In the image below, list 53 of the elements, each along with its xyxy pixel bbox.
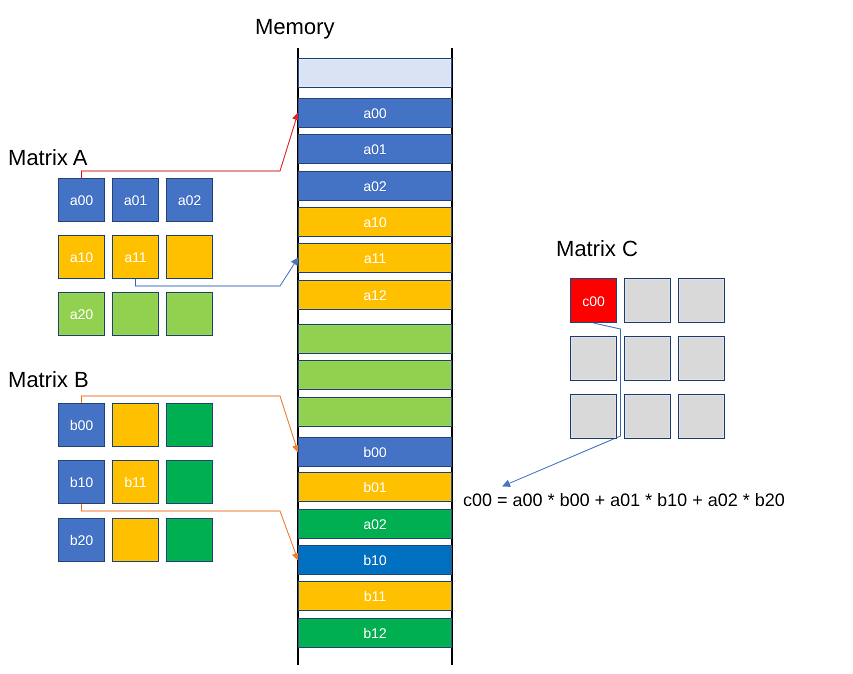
matrix-cell: b11 [112, 460, 159, 504]
memory-slot: b01 [298, 472, 452, 502]
memory-slot: a01 [298, 134, 452, 164]
arrow [81, 396, 300, 453]
arrow [502, 322, 621, 487]
memory-slot: a02 [298, 171, 452, 201]
matrix-cell [678, 278, 725, 323]
matrix-cell [570, 336, 617, 381]
memory-slot: a00 [298, 98, 452, 128]
arrow [81, 112, 300, 178]
memory-slot: a12 [298, 280, 452, 310]
memory-slot: b11 [298, 581, 452, 611]
memory-slot: a11 [298, 243, 452, 273]
matrix-cell [166, 460, 213, 504]
matrix-cell: a20 [58, 292, 105, 336]
formula-text: c00 = a00 * b00 + a01 * b10 + a02 * b20 [463, 486, 841, 514]
matrix-cell [166, 235, 213, 279]
arrow [135, 257, 299, 286]
memory-slot [298, 58, 452, 88]
memory-slot: a10 [298, 207, 452, 237]
memory-slot [298, 324, 452, 354]
matrix-cell: b00 [58, 403, 105, 447]
matrix-heading: Matrix C [556, 236, 638, 262]
arrow [81, 504, 300, 561]
matrix-cell [678, 336, 725, 381]
memory-slot [298, 360, 452, 390]
matrix-cell [112, 292, 159, 336]
memory-heading: Memory [255, 14, 334, 40]
matrix-heading: Matrix B [8, 367, 89, 393]
memory-slot: b10 [298, 545, 452, 575]
matrix-cell [166, 518, 213, 562]
matrix-cell: a11 [112, 235, 159, 279]
matrix-cell [570, 394, 617, 439]
matrix-cell [112, 403, 159, 447]
matrix-cell: a10 [58, 235, 105, 279]
matrix-cell [624, 336, 671, 381]
matrix-heading: Matrix A [8, 145, 88, 171]
memory-slot: b00 [298, 437, 452, 467]
matrix-cell [166, 403, 213, 447]
memory-slot [298, 397, 452, 427]
matrix-cell [624, 394, 671, 439]
memory-slot: b12 [298, 618, 452, 648]
matrix-cell [112, 518, 159, 562]
matrix-cell [166, 292, 213, 336]
matrix-cell [678, 394, 725, 439]
matrix-cell: a01 [112, 178, 159, 222]
matrix-cell: b10 [58, 460, 105, 504]
matrix-cell [624, 278, 671, 323]
matrix-cell: c00 [570, 278, 617, 323]
matrix-cell: a00 [58, 178, 105, 222]
matrix-cell: b20 [58, 518, 105, 562]
memory-slot: a02 [298, 509, 452, 539]
matrix-cell: a02 [166, 178, 213, 222]
